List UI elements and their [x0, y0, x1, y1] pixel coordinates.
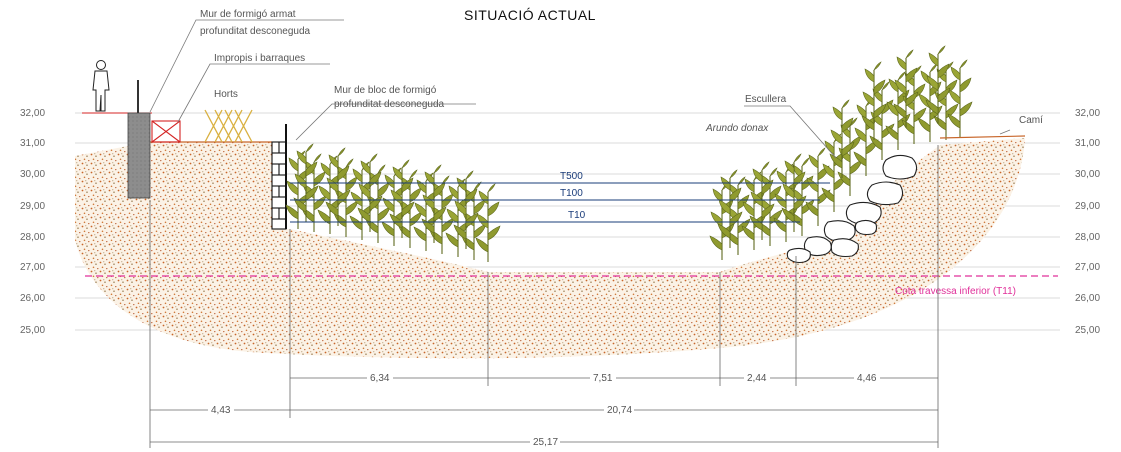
elevation-label: 27,00	[20, 262, 45, 273]
dimension-label: 7,51	[593, 373, 613, 384]
elevation-label: 27,00	[1075, 262, 1100, 273]
cota-label: Cota travessa inferior (T11)	[895, 286, 1016, 297]
label-escullera: Escullera	[745, 94, 787, 105]
elevation-label: 31,00	[1075, 138, 1100, 149]
dimension-lines	[150, 377, 938, 443]
elevation-label: 25,00	[1075, 325, 1100, 336]
elevation-label: 30,00	[20, 169, 45, 180]
soil-profile	[75, 138, 1025, 359]
elevation-label: 28,00	[1075, 232, 1100, 243]
elevation-label: 28,00	[20, 232, 45, 243]
dimension-label: 6,34	[370, 373, 390, 384]
label-block-wall: Mur de bloc de formigó	[334, 85, 437, 96]
leader-lines	[149, 19, 1011, 159]
label-reinforced-wall: Mur de formigó armat	[200, 9, 296, 20]
elevation-label: 29,00	[20, 201, 45, 212]
horts-trellis-icon	[204, 109, 253, 143]
dimension-label: 4,43	[211, 405, 231, 416]
label-arundo: Arundo donax	[705, 123, 769, 134]
dimension-label: 2,44	[747, 373, 767, 384]
elevation-label: 25,00	[20, 325, 45, 336]
dimension-texts	[208, 370, 880, 447]
elevation-label: 32,00	[20, 108, 45, 119]
barracks-icon	[151, 120, 181, 143]
elevation-label: 31,00	[20, 138, 45, 149]
elevation-labels-left: 32,00 31,00 30,00 29,00 28,00 27,00 26,0…	[20, 108, 45, 336]
elevation-label: 32,00	[1075, 108, 1100, 119]
label-block-wall-depth: profunditat desconeguda	[334, 99, 445, 110]
elevation-label: 30,00	[1075, 169, 1100, 180]
dimension-label: 25,17	[533, 437, 558, 448]
reinforced-concrete-wall	[127, 112, 151, 199]
dimension-label: 4,46	[857, 373, 877, 384]
escullera-rocks	[786, 154, 918, 264]
elevation-label: 29,00	[1075, 201, 1100, 212]
dimension-extension-lines	[149, 145, 939, 448]
dimension-label: 20,74	[607, 405, 632, 416]
flood-label-t500: T500	[560, 171, 583, 182]
elevation-labels-right: 32,00 31,00 30,00 29,00 28,00 27,00 26,0…	[1075, 108, 1100, 336]
elevation-label: 26,00	[1075, 293, 1100, 304]
elevation-label: 26,00	[20, 293, 45, 304]
flood-label-t100: T100	[560, 188, 583, 199]
label-barracks: Impropis i barraques	[214, 53, 305, 64]
label-horts: Horts	[214, 89, 238, 100]
person-icon	[92, 60, 110, 112]
flood-label-t10: T10	[568, 210, 586, 221]
flood-lines	[290, 182, 830, 223]
ground-line-right	[939, 135, 1026, 139]
label-cami: Camí	[1019, 115, 1043, 126]
label-reinforced-wall-depth: profunditat desconeguda	[200, 26, 311, 37]
block-wall	[271, 124, 287, 230]
drawing-title: SITUACIÓ ACTUAL	[464, 7, 596, 23]
